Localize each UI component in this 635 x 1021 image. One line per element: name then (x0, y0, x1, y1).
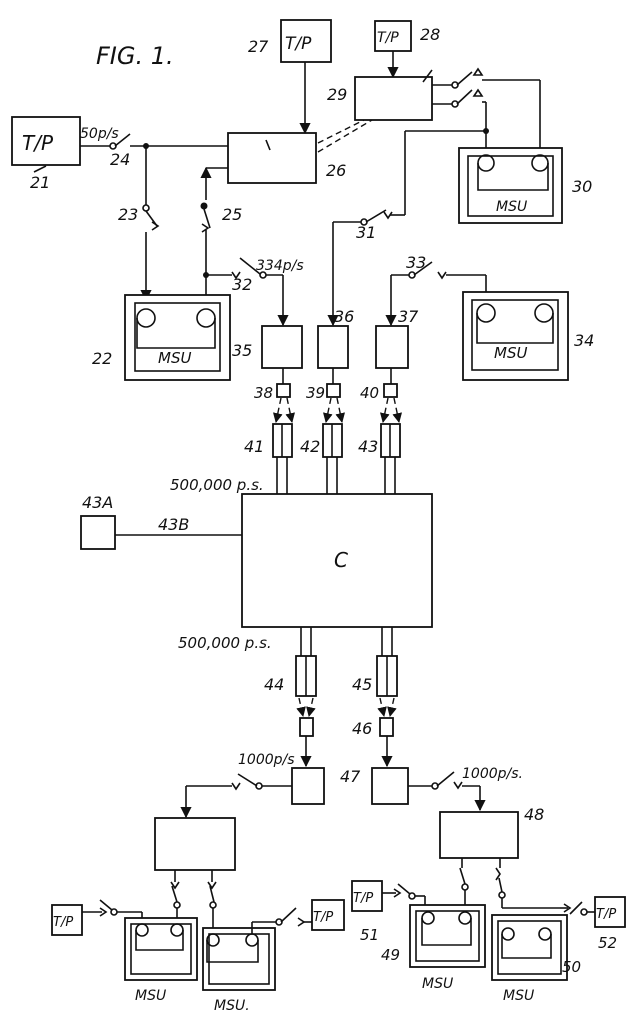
ref-27: 27 (248, 37, 269, 56)
ref-22: 22 (92, 349, 112, 368)
box-48 (439, 811, 519, 859)
rate-500k-in: 500,000 p.s. (170, 476, 264, 494)
ref-43a: 43A (82, 493, 113, 512)
msu-31-label: MSU (494, 344, 527, 362)
tp-52-label: T/P (596, 907, 616, 922)
tp-left-bottom-2 (311, 899, 345, 931)
ref-40: 40 (360, 384, 379, 402)
ref-45: 45 (352, 675, 372, 694)
ref-31: 34 (574, 331, 594, 350)
box-39 (326, 383, 341, 398)
tp-28-label: T/P (377, 30, 399, 46)
box-47 (371, 767, 409, 805)
tp-21: T/P (11, 116, 81, 166)
box-43a (80, 515, 116, 550)
box-control-left (154, 817, 236, 871)
rate-50ps: 50p/s (80, 126, 119, 142)
ref-50: 50 (562, 958, 581, 976)
msu-left-1 (124, 917, 198, 981)
ref-32: 32 (232, 275, 252, 294)
box-26 (227, 132, 317, 184)
figure-title: FIG. 1. (96, 42, 174, 70)
tp-27 (280, 19, 332, 63)
ref-47: 47 (340, 767, 361, 786)
msu-49-label: MSU (422, 976, 453, 992)
ref-44: 44 (264, 675, 284, 694)
ref-39: 39 (306, 384, 325, 402)
box-29 (354, 76, 433, 121)
msu-left-2 (202, 927, 276, 991)
box-40 (383, 383, 398, 398)
msu-50 (491, 914, 568, 981)
ref-49: 49 (381, 946, 400, 964)
ref-29: 29 (327, 85, 347, 104)
ref-35: 35 (232, 341, 252, 360)
central-processor-label: C (334, 548, 348, 572)
tp-28 (374, 20, 412, 52)
tp-51-label: T/P (353, 891, 373, 906)
ref-26: 26 (326, 161, 346, 180)
msu-left-1-label: MSU (135, 988, 166, 1004)
tp-27-label: T/P (285, 34, 312, 54)
rate-1000ps-right: 1000p/s. (462, 766, 523, 782)
ref-41: 41 (244, 437, 264, 456)
rate-1000ps-left: 1000p/s (238, 752, 295, 768)
ref-37: 37 (398, 307, 419, 326)
msu-31: MSU (462, 291, 569, 381)
tp-left-bottom-label: T/P (53, 915, 73, 930)
box-35 (261, 325, 303, 369)
tp-left-bottom-2-label: T/P (313, 910, 333, 925)
ref-52: 52 (598, 934, 617, 952)
box-46 (379, 717, 394, 737)
msu-left-2-label: MSU. (214, 998, 250, 1014)
msu-30-label: MSU (496, 199, 527, 215)
ref-23: 23 (118, 205, 138, 224)
msu-50-label: MSU (503, 988, 534, 1004)
ref-34: 33 (406, 253, 426, 272)
tp-52 (594, 896, 626, 928)
box-44-small (299, 717, 314, 737)
msu-49 (409, 904, 486, 968)
ref-30: 30 (572, 177, 592, 196)
tp-21-label: T/P (22, 131, 54, 155)
central-processor-c (241, 493, 433, 628)
rate-334ps: 334p/s (256, 258, 304, 274)
ref-33: 31 (356, 223, 376, 242)
ref-43: 43 (358, 437, 378, 456)
ref-43b: 43B (158, 515, 189, 534)
ref-42: 42 (300, 437, 320, 456)
ref-51: 51 (360, 926, 379, 944)
msu-30: MSU (458, 147, 563, 224)
rate-500k-out: 500,000 p.s. (178, 634, 272, 652)
ref-46: 46 (352, 719, 372, 738)
msu-22: MSU (124, 294, 231, 381)
ref-21: 21 (30, 173, 50, 192)
ref-25: 25 (222, 205, 242, 224)
tp-left-bottom (51, 904, 83, 936)
ref-48: 48 (524, 805, 544, 824)
box-36 (317, 325, 349, 369)
ref-36: 36 (334, 307, 354, 326)
box-37 (375, 325, 409, 369)
ref-28: 28 (420, 25, 440, 44)
ref-24: 24 (110, 150, 130, 169)
msu-22-label: MSU (158, 349, 191, 367)
ref-38: 38 (254, 384, 273, 402)
box-38 (276, 383, 291, 398)
tp-51 (351, 880, 383, 912)
box-output-left (291, 767, 325, 805)
